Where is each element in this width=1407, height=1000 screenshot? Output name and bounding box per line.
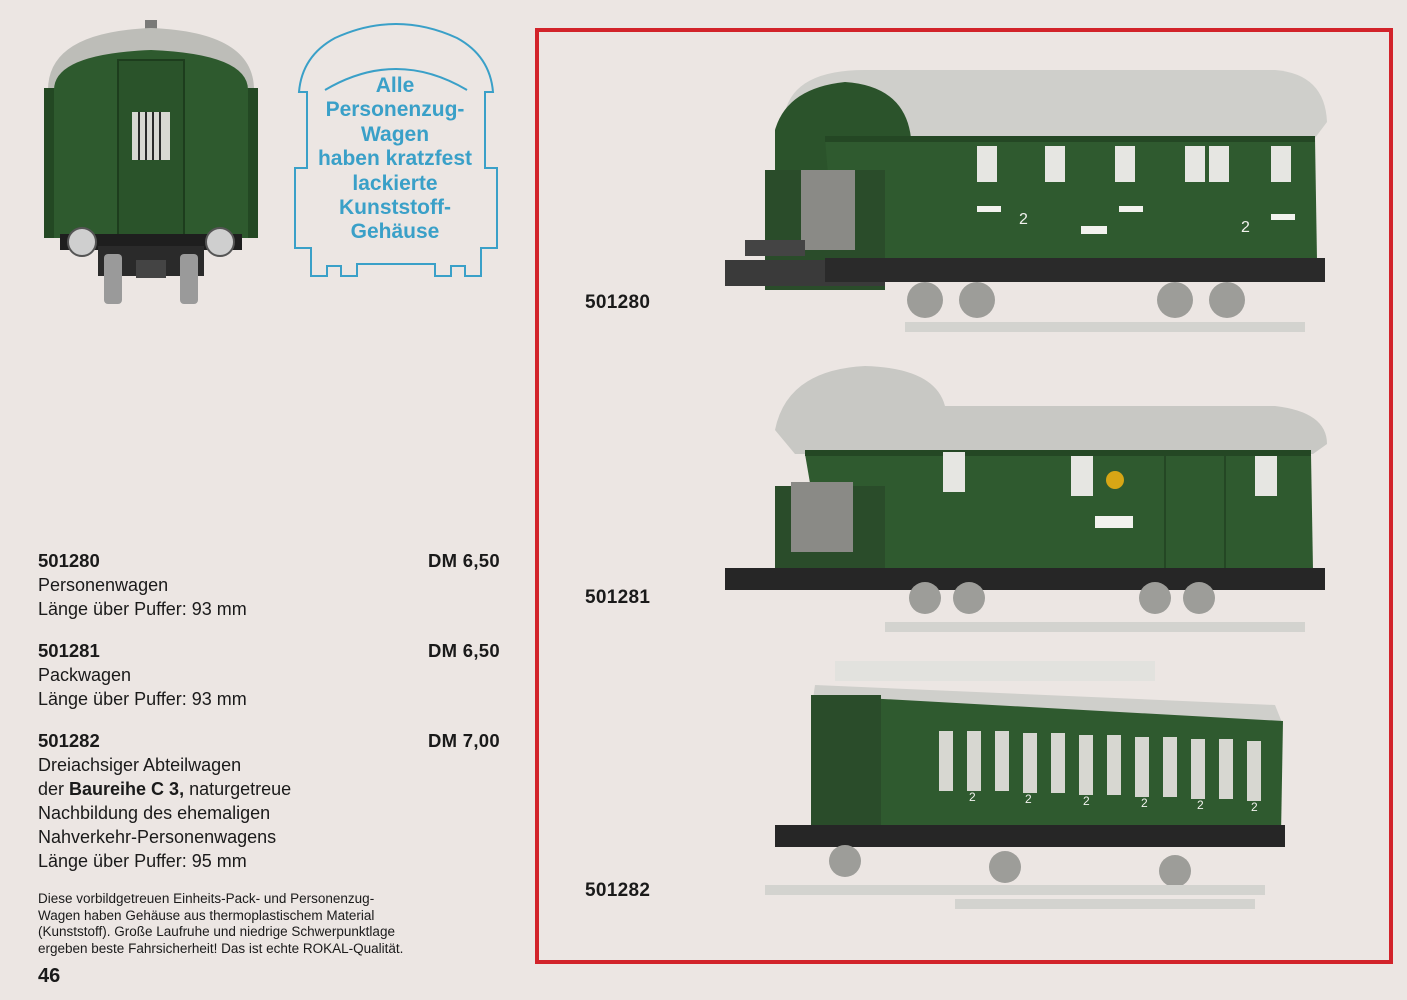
coach-end-view-illustration bbox=[44, 20, 258, 304]
slogan-line: Wagen bbox=[360, 122, 430, 146]
product-price: DM 6,50 bbox=[427, 640, 500, 661]
product-description: Dreiachsiger Abteilwagen bbox=[38, 755, 242, 775]
product-price: DM 6,50 bbox=[427, 550, 500, 571]
footnote: Diese vorbildgetreuen Einheits-Pack- und… bbox=[38, 891, 500, 957]
baggage-car-illustration bbox=[725, 366, 1327, 632]
product-entry-501282: 501282 DM 7,00 Dreiachsiger Abteilwagen … bbox=[38, 729, 500, 873]
product-description: Nachbildung des ehemaligen bbox=[38, 803, 271, 823]
product-description: Packwagen bbox=[38, 665, 132, 685]
class-mark: 2 bbox=[1251, 800, 1258, 814]
product-length: Länge über Puffer: 95 mm bbox=[38, 851, 247, 871]
class-mark: 2 bbox=[969, 790, 976, 804]
product-description: Personenwagen bbox=[38, 575, 169, 595]
footnote-line: ergeben beste Fahrsicherheit! Das ist ec… bbox=[38, 940, 404, 956]
footnote-line: Diese vorbildgetreuen Einheits-Pack- und… bbox=[38, 891, 375, 906]
coach-outline-shape bbox=[294, 23, 498, 277]
product-price: DM 7,00 bbox=[427, 730, 500, 751]
car-label: 501280 bbox=[585, 292, 651, 313]
slogan-line: Kunststoff- bbox=[339, 196, 451, 220]
product-entry-501281: 501281 DM 6,50 Packwagen Länge über Puff… bbox=[38, 639, 500, 711]
slogan-line: lackierte bbox=[352, 171, 438, 195]
product-description: Nahverkehr-Personenwagens bbox=[38, 827, 277, 847]
product-entry-501280: 501280 DM 6,50 Personenwagen Länge über … bbox=[38, 549, 500, 621]
class-mark: 2 bbox=[1141, 796, 1148, 810]
class-mark: 2 bbox=[1083, 794, 1090, 808]
car-label: 501281 bbox=[585, 587, 651, 608]
compartment-car-illustration: 2 2 2 2 2 2 bbox=[765, 661, 1285, 909]
passenger-car-illustration: 2 2 bbox=[725, 70, 1327, 332]
slogan-line: Personenzug- bbox=[325, 98, 465, 122]
product-number: 501282 bbox=[38, 730, 100, 751]
product-number: 501280 bbox=[38, 550, 100, 571]
product-number: 501281 bbox=[38, 640, 100, 661]
class-mark: 2 bbox=[1197, 798, 1204, 812]
footnote-line: Wagen haben Gehäuse aus thermoplastische… bbox=[38, 907, 375, 923]
slogan-line: Gehäuse bbox=[350, 220, 440, 244]
series-name: Baureihe C 3, bbox=[69, 779, 185, 799]
product-length: Länge über Puffer: 93 mm bbox=[38, 689, 247, 709]
slogan-text: Alle Personenzug- Wagen haben kratzfest … bbox=[290, 74, 500, 245]
footnote-line: (Kunststoff). Große Laufruhe und niedrig… bbox=[38, 924, 395, 940]
text-fragment: naturgetreue bbox=[184, 779, 292, 799]
class-mark: 2 bbox=[1025, 792, 1032, 806]
product-description: der Baureihe C 3, naturgetreue bbox=[38, 777, 500, 801]
page-number: 46 bbox=[38, 965, 61, 987]
class-mark: 2 bbox=[1019, 211, 1028, 228]
class-mark: 2 bbox=[1241, 219, 1250, 236]
slogan-line: haben kratzfest bbox=[317, 147, 473, 171]
text-fragment: der bbox=[38, 779, 70, 799]
car-label: 501282 bbox=[585, 880, 651, 901]
product-length: Länge über Puffer: 93 mm bbox=[38, 599, 247, 619]
slogan-line: Alle bbox=[375, 74, 415, 97]
